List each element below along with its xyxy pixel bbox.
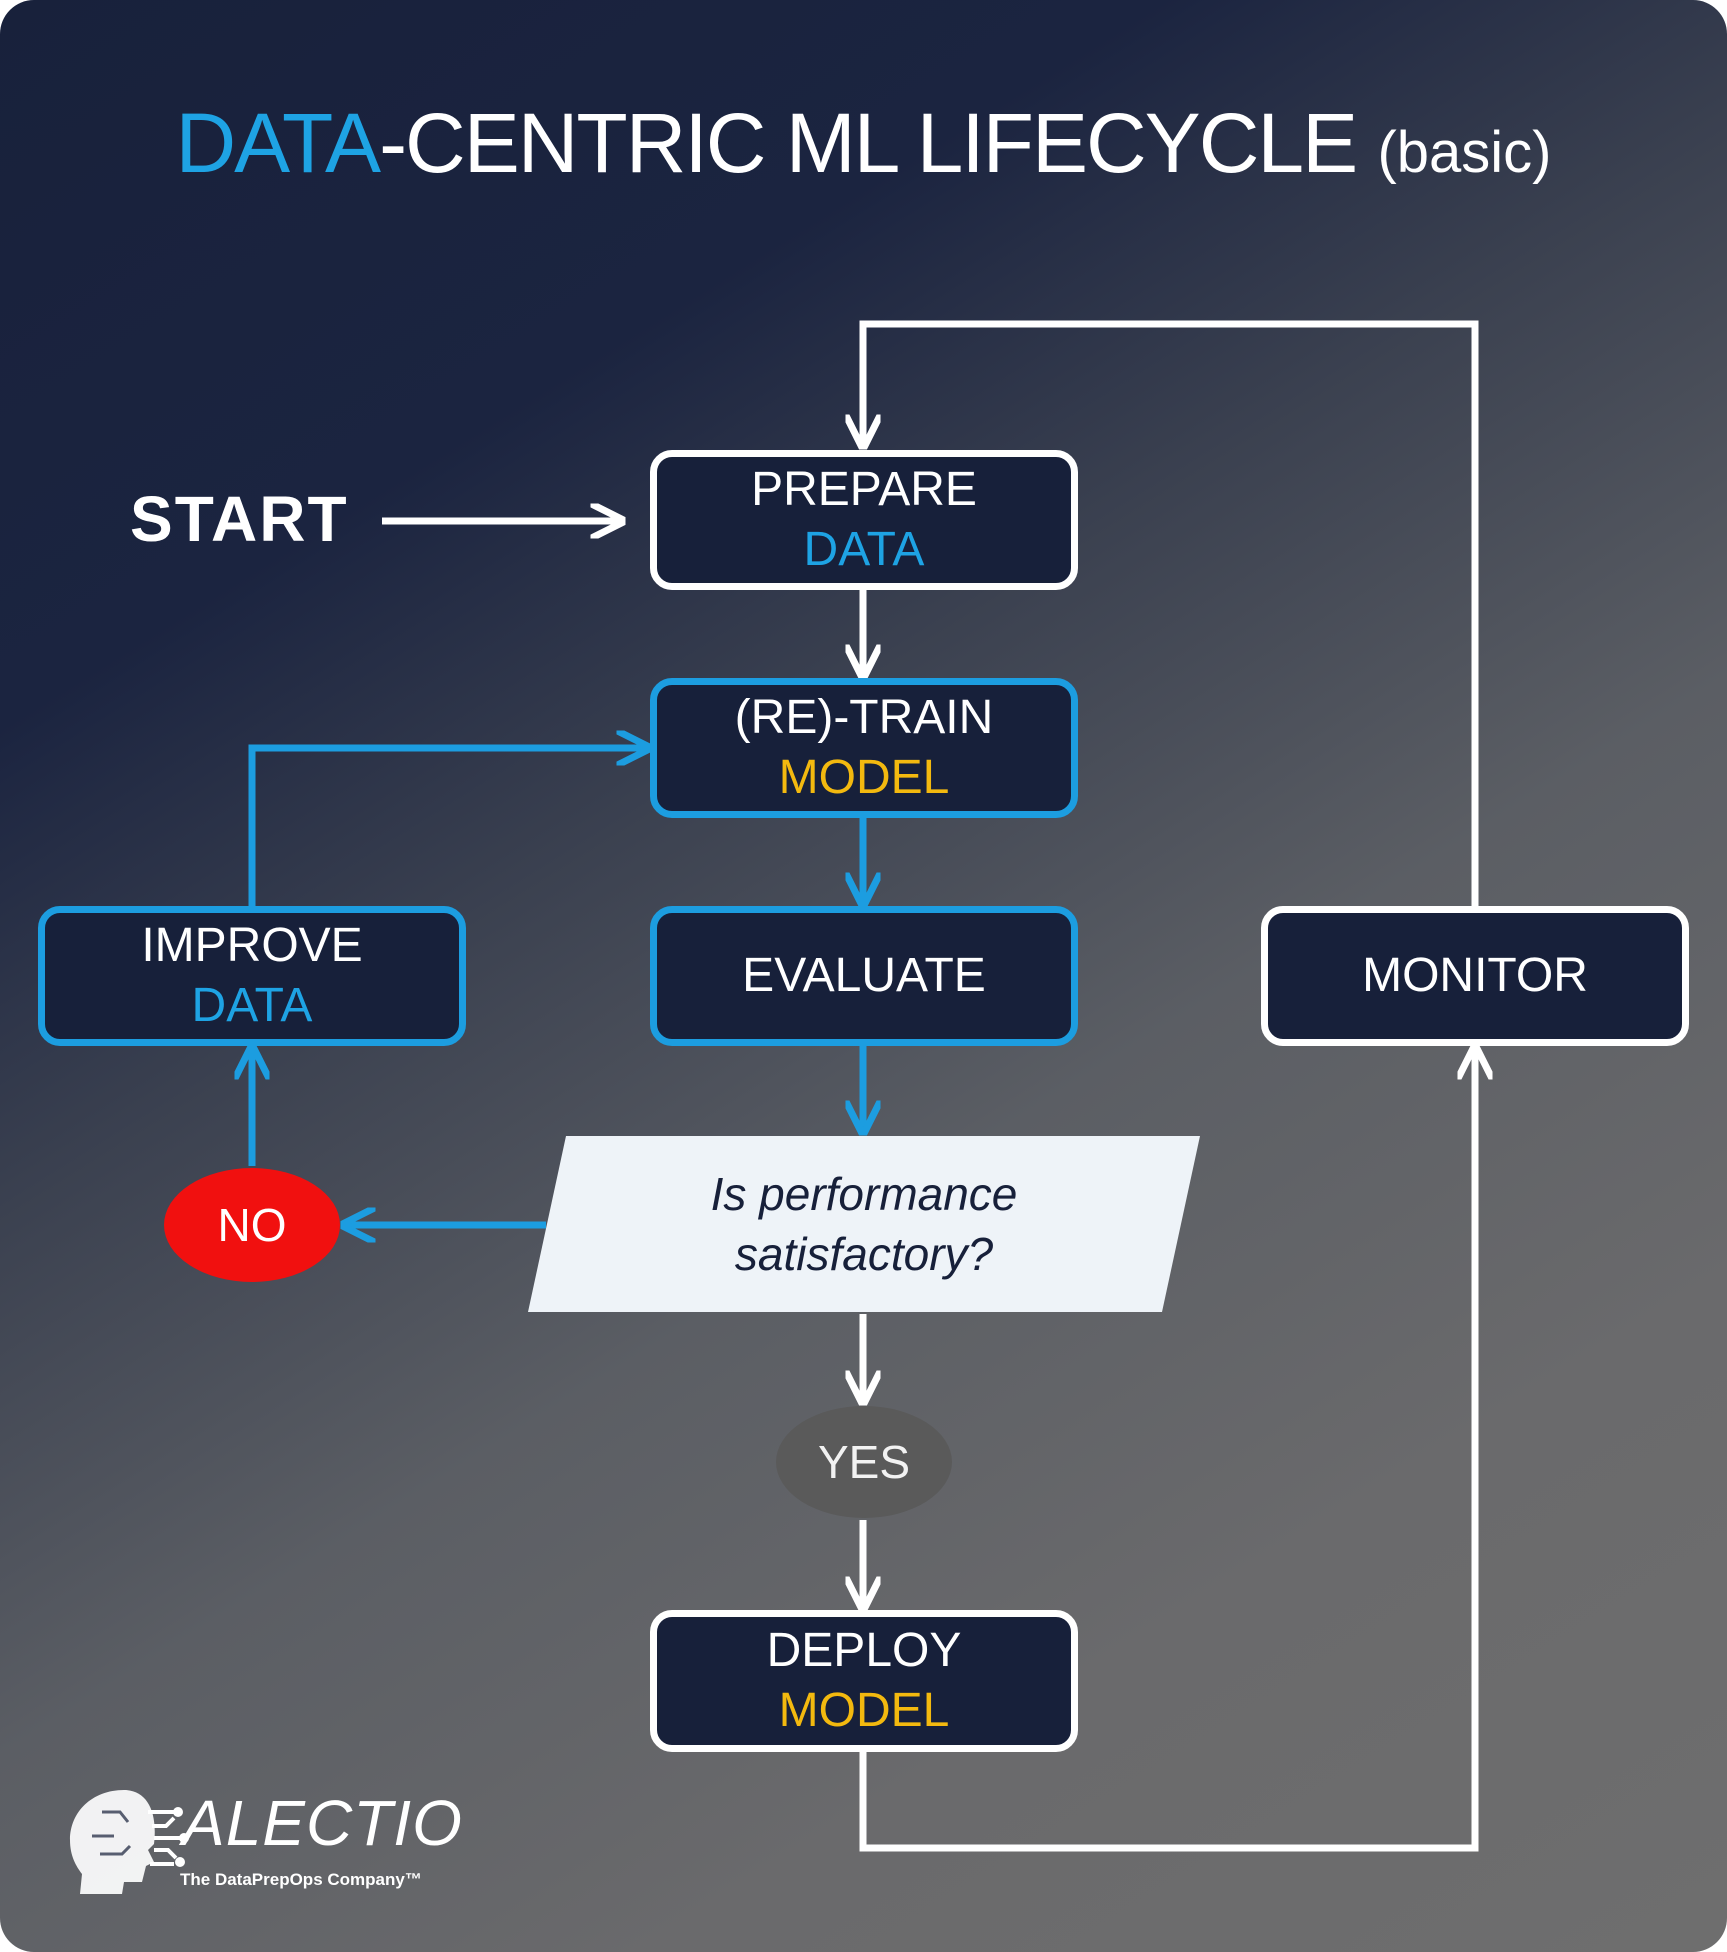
yes-node: YES — [776, 1406, 952, 1518]
decision-line2: satisfactory? — [734, 1228, 994, 1280]
decision-line1: Is performance — [710, 1168, 1018, 1220]
evaluate-label: EVALUATE — [742, 949, 986, 1002]
deploy-model-line1: DEPLOY — [766, 1624, 962, 1677]
alectio-head-icon — [70, 1790, 189, 1894]
evaluate-node: EVALUATE — [650, 906, 1078, 1046]
arrow-improve-to-retrain — [248, 748, 648, 906]
arrow-deploy-to-monitor — [859, 1048, 1475, 1852]
deploy-model-line2: MODEL — [778, 1684, 950, 1737]
retrain-model-node: (RE)-TRAIN MODEL — [650, 678, 1078, 818]
title-subtitle: (basic) — [1377, 120, 1552, 185]
improve-data-line2: DATA — [191, 979, 313, 1032]
prepare-data-node: PREPARE DATA — [650, 450, 1078, 590]
retrain-model-line1: (RE)-TRAIN — [734, 691, 994, 744]
prepare-data-line2: DATA — [803, 523, 925, 576]
arrow-monitor-to-prepare — [863, 320, 1479, 906]
logo-tagline: The DataPrepOps Company™ — [180, 1870, 422, 1889]
decision-node: Is performance satisfactory? — [528, 1136, 1200, 1312]
title-main: -CENTRIC ML LIFECYCLE — [379, 96, 1358, 190]
title-highlight: DATA — [175, 96, 382, 190]
start-label: START — [130, 483, 349, 555]
prepare-data-line1: PREPARE — [751, 463, 977, 516]
no-node: NO — [164, 1168, 340, 1282]
improve-data-node: IMPROVE DATA — [38, 906, 466, 1046]
monitor-label: MONITOR — [1362, 949, 1588, 1002]
page-title: DATA-CENTRIC ML LIFECYCLE (basic) — [0, 95, 1727, 192]
retrain-model-line2: MODEL — [778, 751, 950, 804]
deploy-model-node: DEPLOY MODEL — [650, 1610, 1078, 1752]
decision-shape — [528, 1136, 1200, 1312]
logo-wordmark: ALECTIO — [182, 1787, 463, 1859]
monitor-node: MONITOR — [1261, 906, 1689, 1046]
improve-data-line1: IMPROVE — [141, 919, 363, 972]
